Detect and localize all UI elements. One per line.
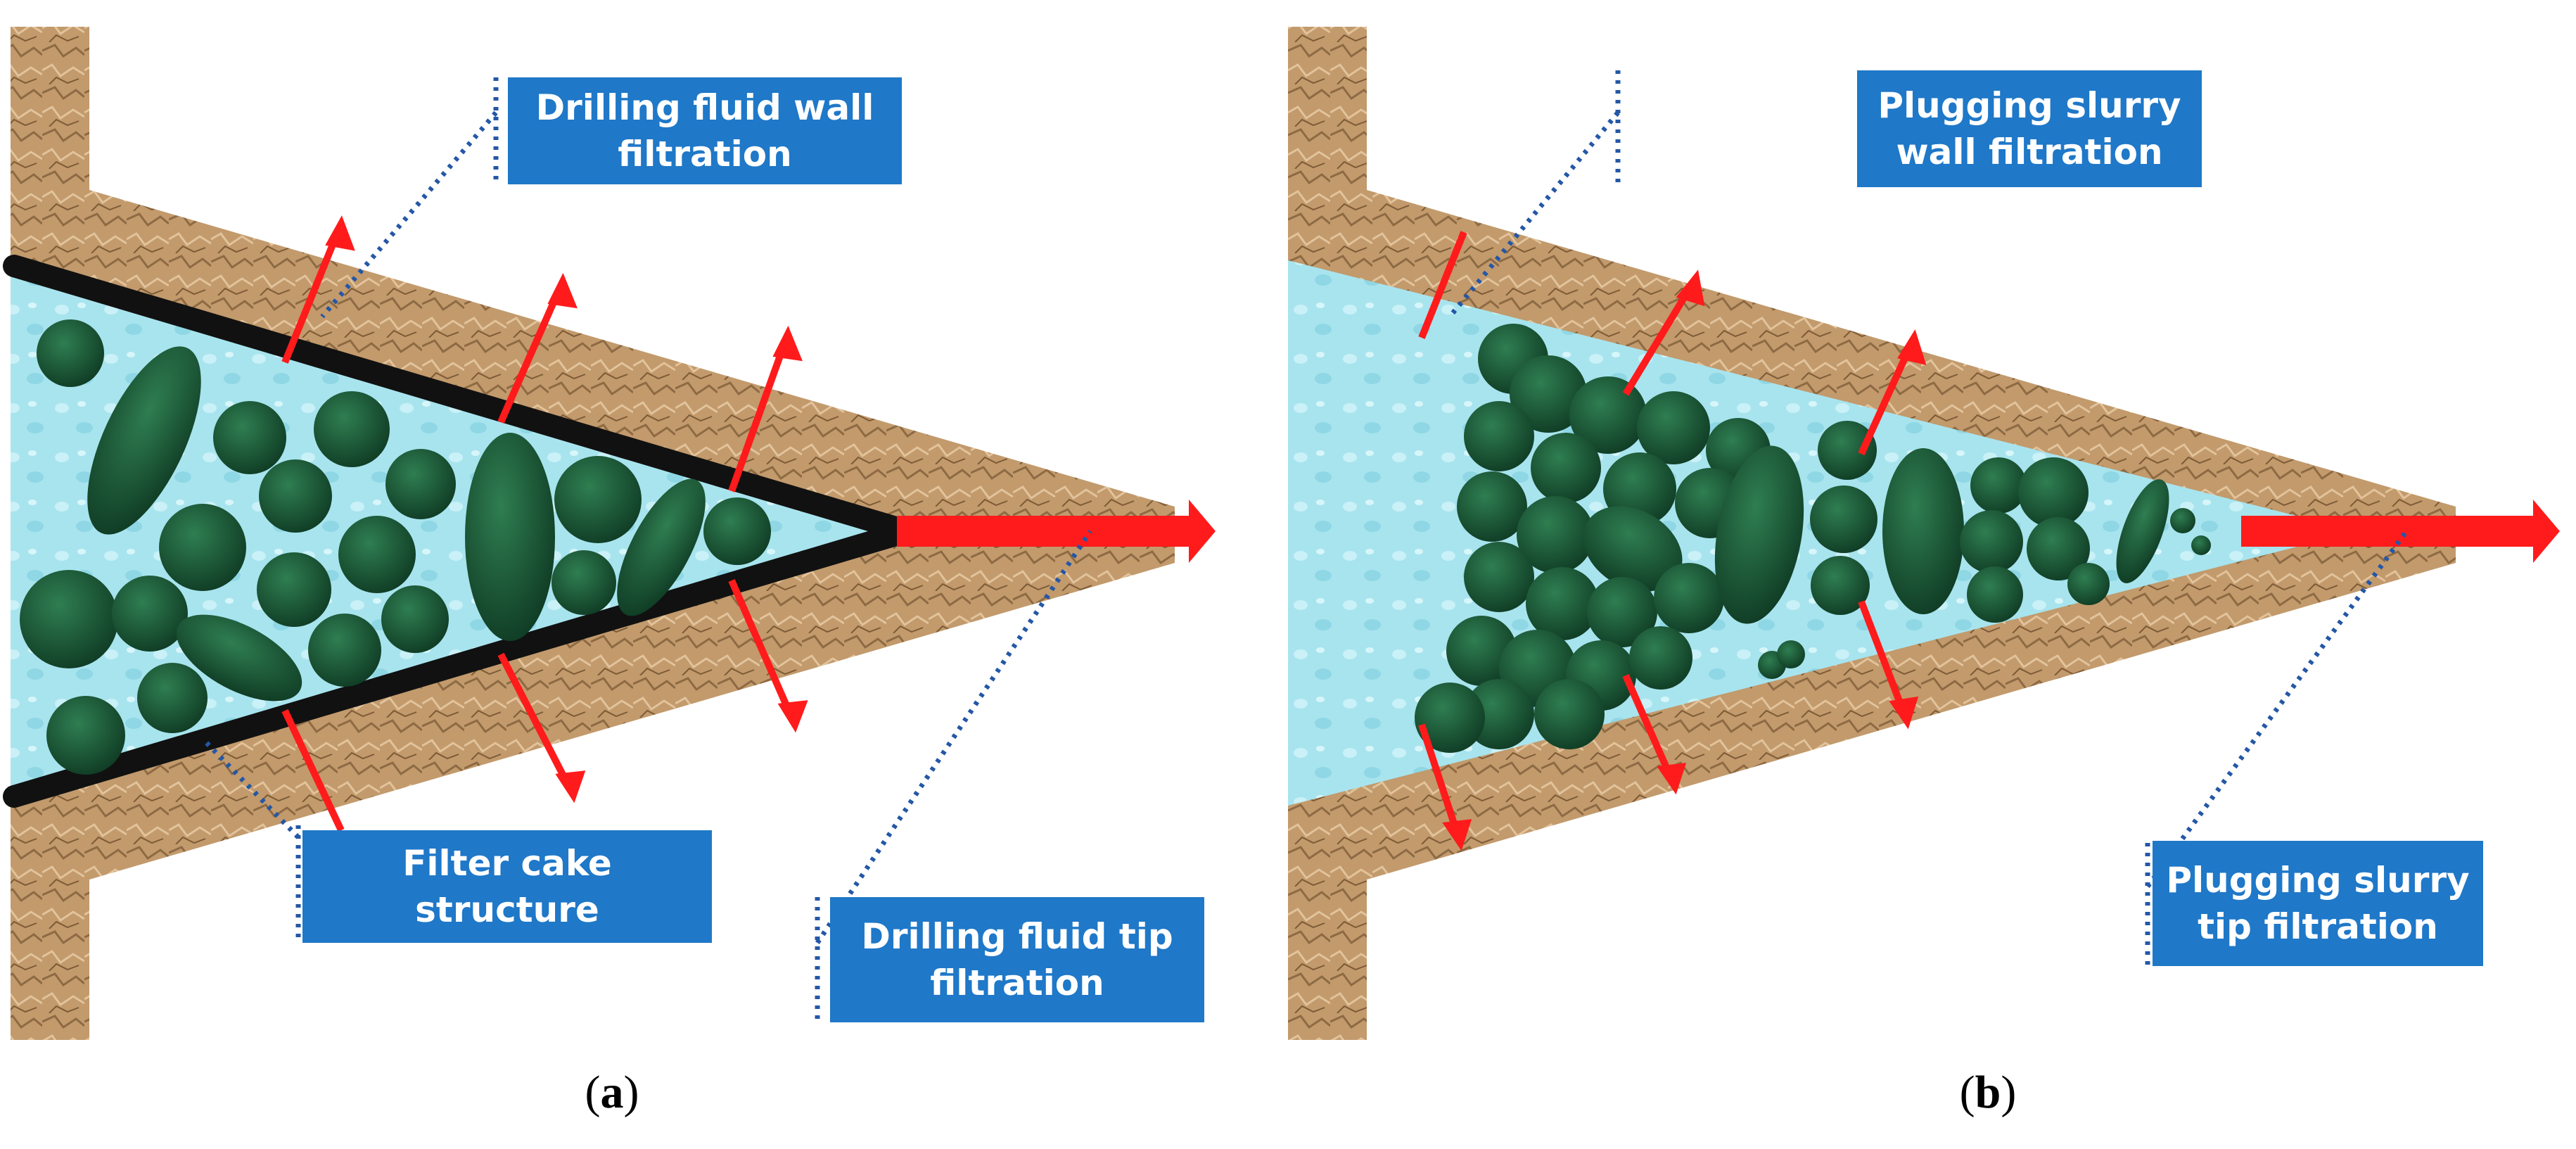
wall-filtration-arrows <box>1418 231 1927 851</box>
label-line: Plugging slurry <box>1877 85 2181 126</box>
particle <box>1464 401 1534 471</box>
particle <box>1777 640 1805 668</box>
label-line: Filter cake <box>402 843 612 884</box>
particle <box>2018 457 2089 528</box>
particles <box>20 319 771 775</box>
particle <box>1526 567 1599 640</box>
label-line: wall filtration <box>1896 132 2163 172</box>
particle <box>1531 433 1601 503</box>
label-line: structure <box>415 889 599 930</box>
drilling-fluid-tip-filtration-label: Drilling fluid tip filtration <box>830 897 1204 1022</box>
particle <box>213 401 286 474</box>
particle <box>1960 510 2023 573</box>
particle <box>1464 542 1534 612</box>
particle <box>46 696 125 775</box>
particle <box>1637 391 1710 464</box>
particle <box>314 391 390 467</box>
caption-letter: a <box>600 1067 624 1118</box>
particle <box>2027 517 2090 580</box>
particle <box>159 504 246 591</box>
particle <box>551 550 616 615</box>
filter-cake-layer <box>3 255 919 808</box>
tip-filtration-arrow <box>897 500 1216 563</box>
particle <box>1810 485 1877 553</box>
panel-b-caption: (b) <box>1959 1067 2017 1118</box>
particle <box>37 319 104 387</box>
panel-a-caption: (a) <box>585 1067 639 1118</box>
particle <box>1510 355 1587 433</box>
particle <box>381 585 449 653</box>
filter-cake-structure-label: Filter cake structure <box>302 830 712 943</box>
leader-lines <box>1448 70 2409 965</box>
tip-filtration-arrow <box>2241 500 2560 563</box>
particles <box>1415 324 2211 753</box>
particle <box>259 459 332 533</box>
particle <box>257 552 331 627</box>
label-line: filtration <box>930 963 1104 1003</box>
particle <box>308 614 381 687</box>
particle <box>87 346 201 535</box>
particle <box>1629 626 1692 690</box>
particle <box>1654 563 1724 633</box>
label-line: Plugging slurry <box>2166 860 2470 901</box>
leader-lines <box>202 77 1092 1020</box>
particle <box>1517 496 1594 573</box>
particle <box>112 576 188 652</box>
particle <box>338 516 416 593</box>
wall-filtration-arrows <box>281 215 808 832</box>
particle <box>1569 376 1647 454</box>
drilling-fluid-wall-filtration-label: Drilling fluid wall filtration <box>508 77 902 184</box>
particle <box>1970 457 2027 514</box>
particle <box>1818 421 1877 480</box>
particle <box>2170 508 2195 533</box>
particle <box>385 449 456 519</box>
particle <box>1587 577 1657 647</box>
plugging-slurry-wall-filtration-label: Plugging slurry wall filtration <box>1857 70 2202 187</box>
particle <box>137 663 208 733</box>
particle <box>2067 563 2110 605</box>
particle <box>2116 479 2169 583</box>
particle <box>465 433 555 641</box>
particle <box>1457 471 1527 542</box>
caption-letter: b <box>1975 1067 2001 1118</box>
particle <box>20 570 118 668</box>
particle <box>1415 683 1485 753</box>
panel-b-diagram <box>1288 27 2560 1040</box>
particle <box>2191 535 2211 555</box>
label-line: Drilling fluid wall <box>535 87 874 128</box>
particle <box>1882 448 1964 614</box>
particle <box>554 456 642 543</box>
particle <box>1534 679 1605 749</box>
particle <box>1714 445 1804 624</box>
particle <box>1811 556 1870 615</box>
panel-a-diagram <box>3 27 1216 1040</box>
particle <box>1583 506 1683 592</box>
label-line: filtration <box>618 134 792 174</box>
plugging-slurry-tip-filtration-label: Plugging slurry tip filtration <box>2153 841 2483 966</box>
label-line: tip filtration <box>2198 906 2438 947</box>
particle <box>176 614 302 702</box>
particle <box>617 478 706 616</box>
particle <box>1967 566 2023 623</box>
particle <box>703 497 771 565</box>
label-line: Drilling fluid tip <box>861 916 1173 957</box>
